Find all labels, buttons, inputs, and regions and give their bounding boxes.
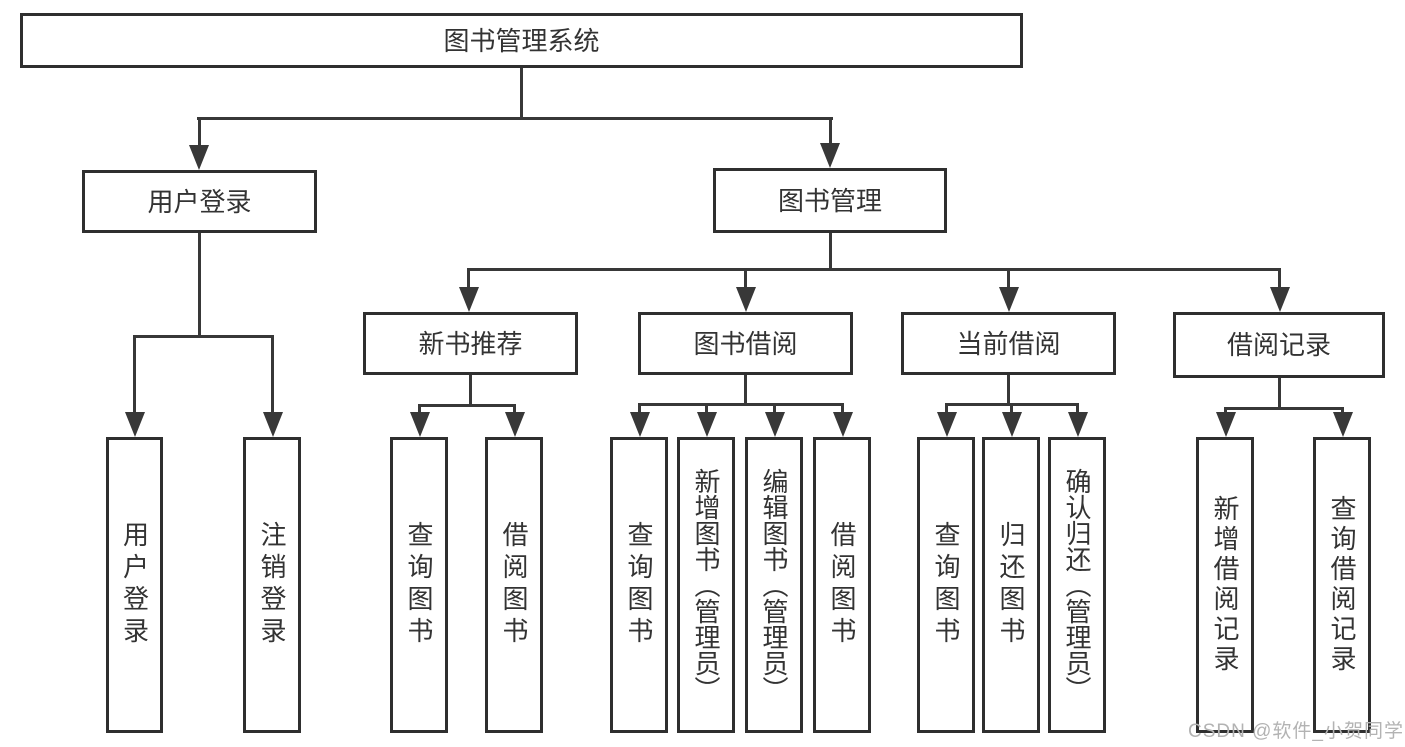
csdn-watermark: CSDN @软件_小贺同学 [1188, 721, 1404, 742]
arrow-down-icon [765, 412, 785, 437]
leaf-current-confirm-admin: 确认归还（管理员） [1048, 437, 1106, 733]
connector-line [1010, 403, 1013, 416]
leaf-borrow-add-admin: 新增图书（管理员） [677, 437, 735, 733]
connector-line [638, 403, 641, 416]
connector-line [1278, 378, 1281, 409]
node-current-borrow: 当前借阅 [901, 312, 1116, 375]
connector-line [744, 375, 747, 405]
connector-line [744, 268, 747, 290]
connector-line [467, 268, 470, 290]
connector-line [467, 268, 1281, 271]
arrow-down-icon [189, 145, 209, 170]
connector-line [1076, 403, 1079, 416]
arrow-down-icon [410, 412, 430, 437]
connector-line [133, 335, 274, 338]
arrow-down-icon [820, 143, 840, 168]
arrow-down-icon [1068, 412, 1088, 437]
connector-line [469, 375, 472, 406]
connector-line [945, 403, 948, 416]
arrow-down-icon [697, 412, 717, 437]
connector-line [1007, 268, 1010, 290]
connector-line [520, 68, 523, 118]
connector-line [829, 233, 832, 270]
arrow-down-icon [937, 412, 957, 437]
arrow-down-icon [999, 287, 1019, 312]
connector-line [1341, 407, 1344, 416]
node-book-borrow: 图书借阅 [638, 312, 853, 375]
connector-line [1007, 375, 1010, 405]
node-user-login: 用户登录 [82, 170, 317, 233]
arrow-down-icon [125, 412, 145, 437]
leaf-records-add: 新增借阅记录 [1196, 437, 1254, 733]
node-borrow-records: 借阅记录 [1173, 312, 1385, 378]
arrow-down-icon [263, 412, 283, 437]
leaf-borrow-book: 借阅图书 [813, 437, 871, 733]
leaf-borrow-edit-admin: 编辑图书（管理员） [745, 437, 803, 733]
leaf-borrow-query: 查询图书 [610, 437, 668, 733]
arrow-down-icon [1333, 412, 1353, 437]
leaf-newbook-borrow: 借阅图书 [485, 437, 543, 733]
arrow-down-icon [1002, 412, 1022, 437]
leaf-records-query: 查询借阅记录 [1313, 437, 1371, 733]
leaf-current-return: 归还图书 [982, 437, 1040, 733]
arrow-down-icon [833, 412, 853, 437]
leaf-newbook-query: 查询图书 [390, 437, 448, 733]
connector-line [638, 403, 844, 406]
connector-line [1224, 407, 1227, 416]
connector-line [841, 403, 844, 416]
connector-line [418, 404, 516, 407]
arrow-down-icon [505, 412, 525, 437]
arrow-down-icon [1216, 412, 1236, 437]
connector-line [271, 335, 274, 415]
leaf-logout: 注销登录 [243, 437, 301, 733]
arrow-down-icon [630, 412, 650, 437]
node-book-management: 图书管理 [713, 168, 947, 233]
arrow-down-icon [459, 287, 479, 312]
leaf-current-query: 查询图书 [917, 437, 975, 733]
arrow-down-icon [1270, 287, 1290, 312]
connector-line [829, 117, 832, 145]
connector-line [1278, 268, 1281, 290]
connector-line [705, 403, 708, 416]
arrow-down-icon [736, 287, 756, 312]
connector-line [418, 404, 421, 416]
connector-line [197, 117, 833, 120]
connector-line [133, 335, 136, 415]
connector-line [513, 404, 516, 416]
connector-line [198, 117, 201, 147]
connector-line [1224, 407, 1344, 410]
connector-line [198, 233, 201, 337]
connector-line [773, 403, 776, 416]
leaf-user-login: 用户登录 [106, 437, 163, 733]
node-root: 图书管理系统 [20, 13, 1023, 68]
node-new-book-recommend: 新书推荐 [363, 312, 578, 375]
